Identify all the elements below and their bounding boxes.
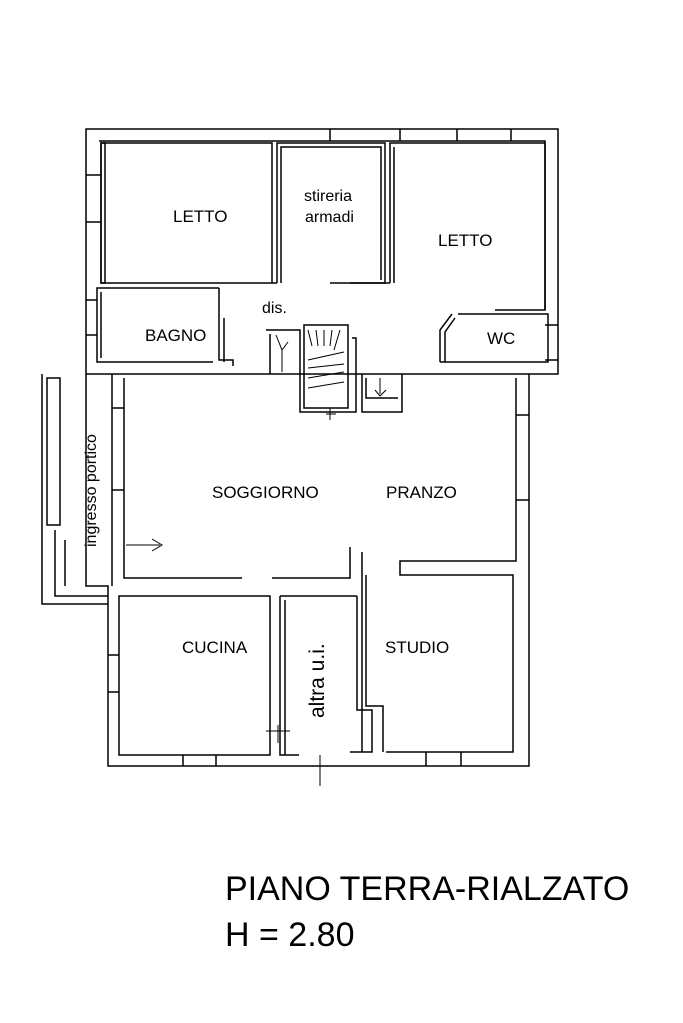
room-label-armadi: armadi [305,209,354,226]
room-label-wc: WC [487,329,515,348]
room-label-stireria: stireria [304,188,352,205]
room-label-dis: dis. [262,300,287,317]
walls [41,128,559,767]
main-outer-wall [85,374,530,767]
ceiling-height: H = 2.80 [225,916,355,954]
room-label-letto-left: LETTO [173,207,227,226]
room-label-cucina: CUCINA [182,638,248,657]
stair-walls [266,329,357,413]
room-label-letto-right: LETTO [438,231,492,250]
ingresso-walls [41,374,108,605]
room-label-altra: altra u.i. [306,643,329,718]
room-label-bagno: BAGNO [145,326,206,345]
room-label-ingresso: ingresso portico [83,434,100,547]
room-label-studio: STUDIO [385,638,449,657]
wc-walls [440,313,549,363]
room-label-soggiorno: SOGGIORNO [212,483,319,502]
cucina-walls [118,595,271,756]
room-label-pranzo: PRANZO [386,483,457,502]
stair-treads [126,329,387,786]
letto-right-walls [389,142,546,311]
bagno-walls [96,287,219,363]
plan-title: PIANO TERRA-RIALZATO [225,870,630,908]
studio-walls [365,575,384,752]
altra-walls [279,596,299,756]
